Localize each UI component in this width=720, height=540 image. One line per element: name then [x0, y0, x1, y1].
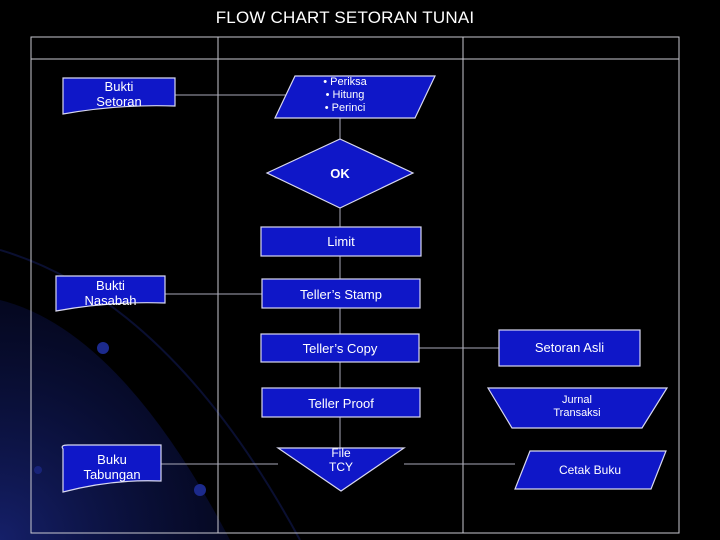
- ok-decision-diamond[interactable]: [265, 138, 415, 209]
- tellers-copy-box[interactable]: [260, 333, 420, 363]
- background-dot: [194, 484, 206, 496]
- background-dot: [97, 342, 109, 354]
- teller-proof-label: Teller Proof: [308, 396, 374, 411]
- tellers-copy-label: Teller’s Copy: [302, 341, 378, 356]
- bukti-nasabah-label: Bukti Nasabah: [84, 278, 137, 308]
- file-tcy-label: File TCY: [329, 446, 353, 474]
- limit-label: Limit: [327, 234, 355, 249]
- periksa-label: • Periksa • Hitung • Perinci: [323, 76, 367, 114]
- swimlane-frame: [30, 36, 680, 534]
- cetak-buku-label: Cetak Buku: [558, 463, 622, 477]
- setoran-asli-box[interactable]: [498, 329, 641, 367]
- diagram-title: FLOW CHART SETORAN TUNAI: [215, 8, 475, 27]
- bukti-nasabah-document[interactable]: [55, 275, 166, 312]
- tellers-stamp-box[interactable]: [261, 278, 421, 309]
- periksa-process-box[interactable]: [274, 75, 436, 119]
- jurnal-transaksi-label: Jurnal Transaksi: [553, 394, 601, 419]
- setoran-asli-label: Setoran Asli: [534, 340, 605, 355]
- connectors: [161, 94, 515, 465]
- teller-proof-box[interactable]: [261, 387, 421, 418]
- buku-tabungan-label: Buku Tabungan: [83, 452, 141, 482]
- buku-tabungan-document[interactable]: [61, 444, 162, 493]
- tellers-stamp-label: Teller’s Stamp: [300, 287, 382, 302]
- background-swirl: [0, 300, 230, 540]
- file-tcy-merge-shape[interactable]: [276, 447, 406, 492]
- jurnal-transaksi-trapezoid[interactable]: [486, 387, 669, 429]
- limit-box[interactable]: [260, 226, 422, 257]
- bukti-setoran-document[interactable]: [62, 77, 176, 115]
- ok-label: OK: [330, 166, 350, 181]
- background-arc: [0, 249, 301, 540]
- bukti-setoran-label: Bukti Setoran: [96, 79, 142, 109]
- background-dot: [34, 466, 42, 474]
- cetak-buku-box[interactable]: [514, 450, 667, 490]
